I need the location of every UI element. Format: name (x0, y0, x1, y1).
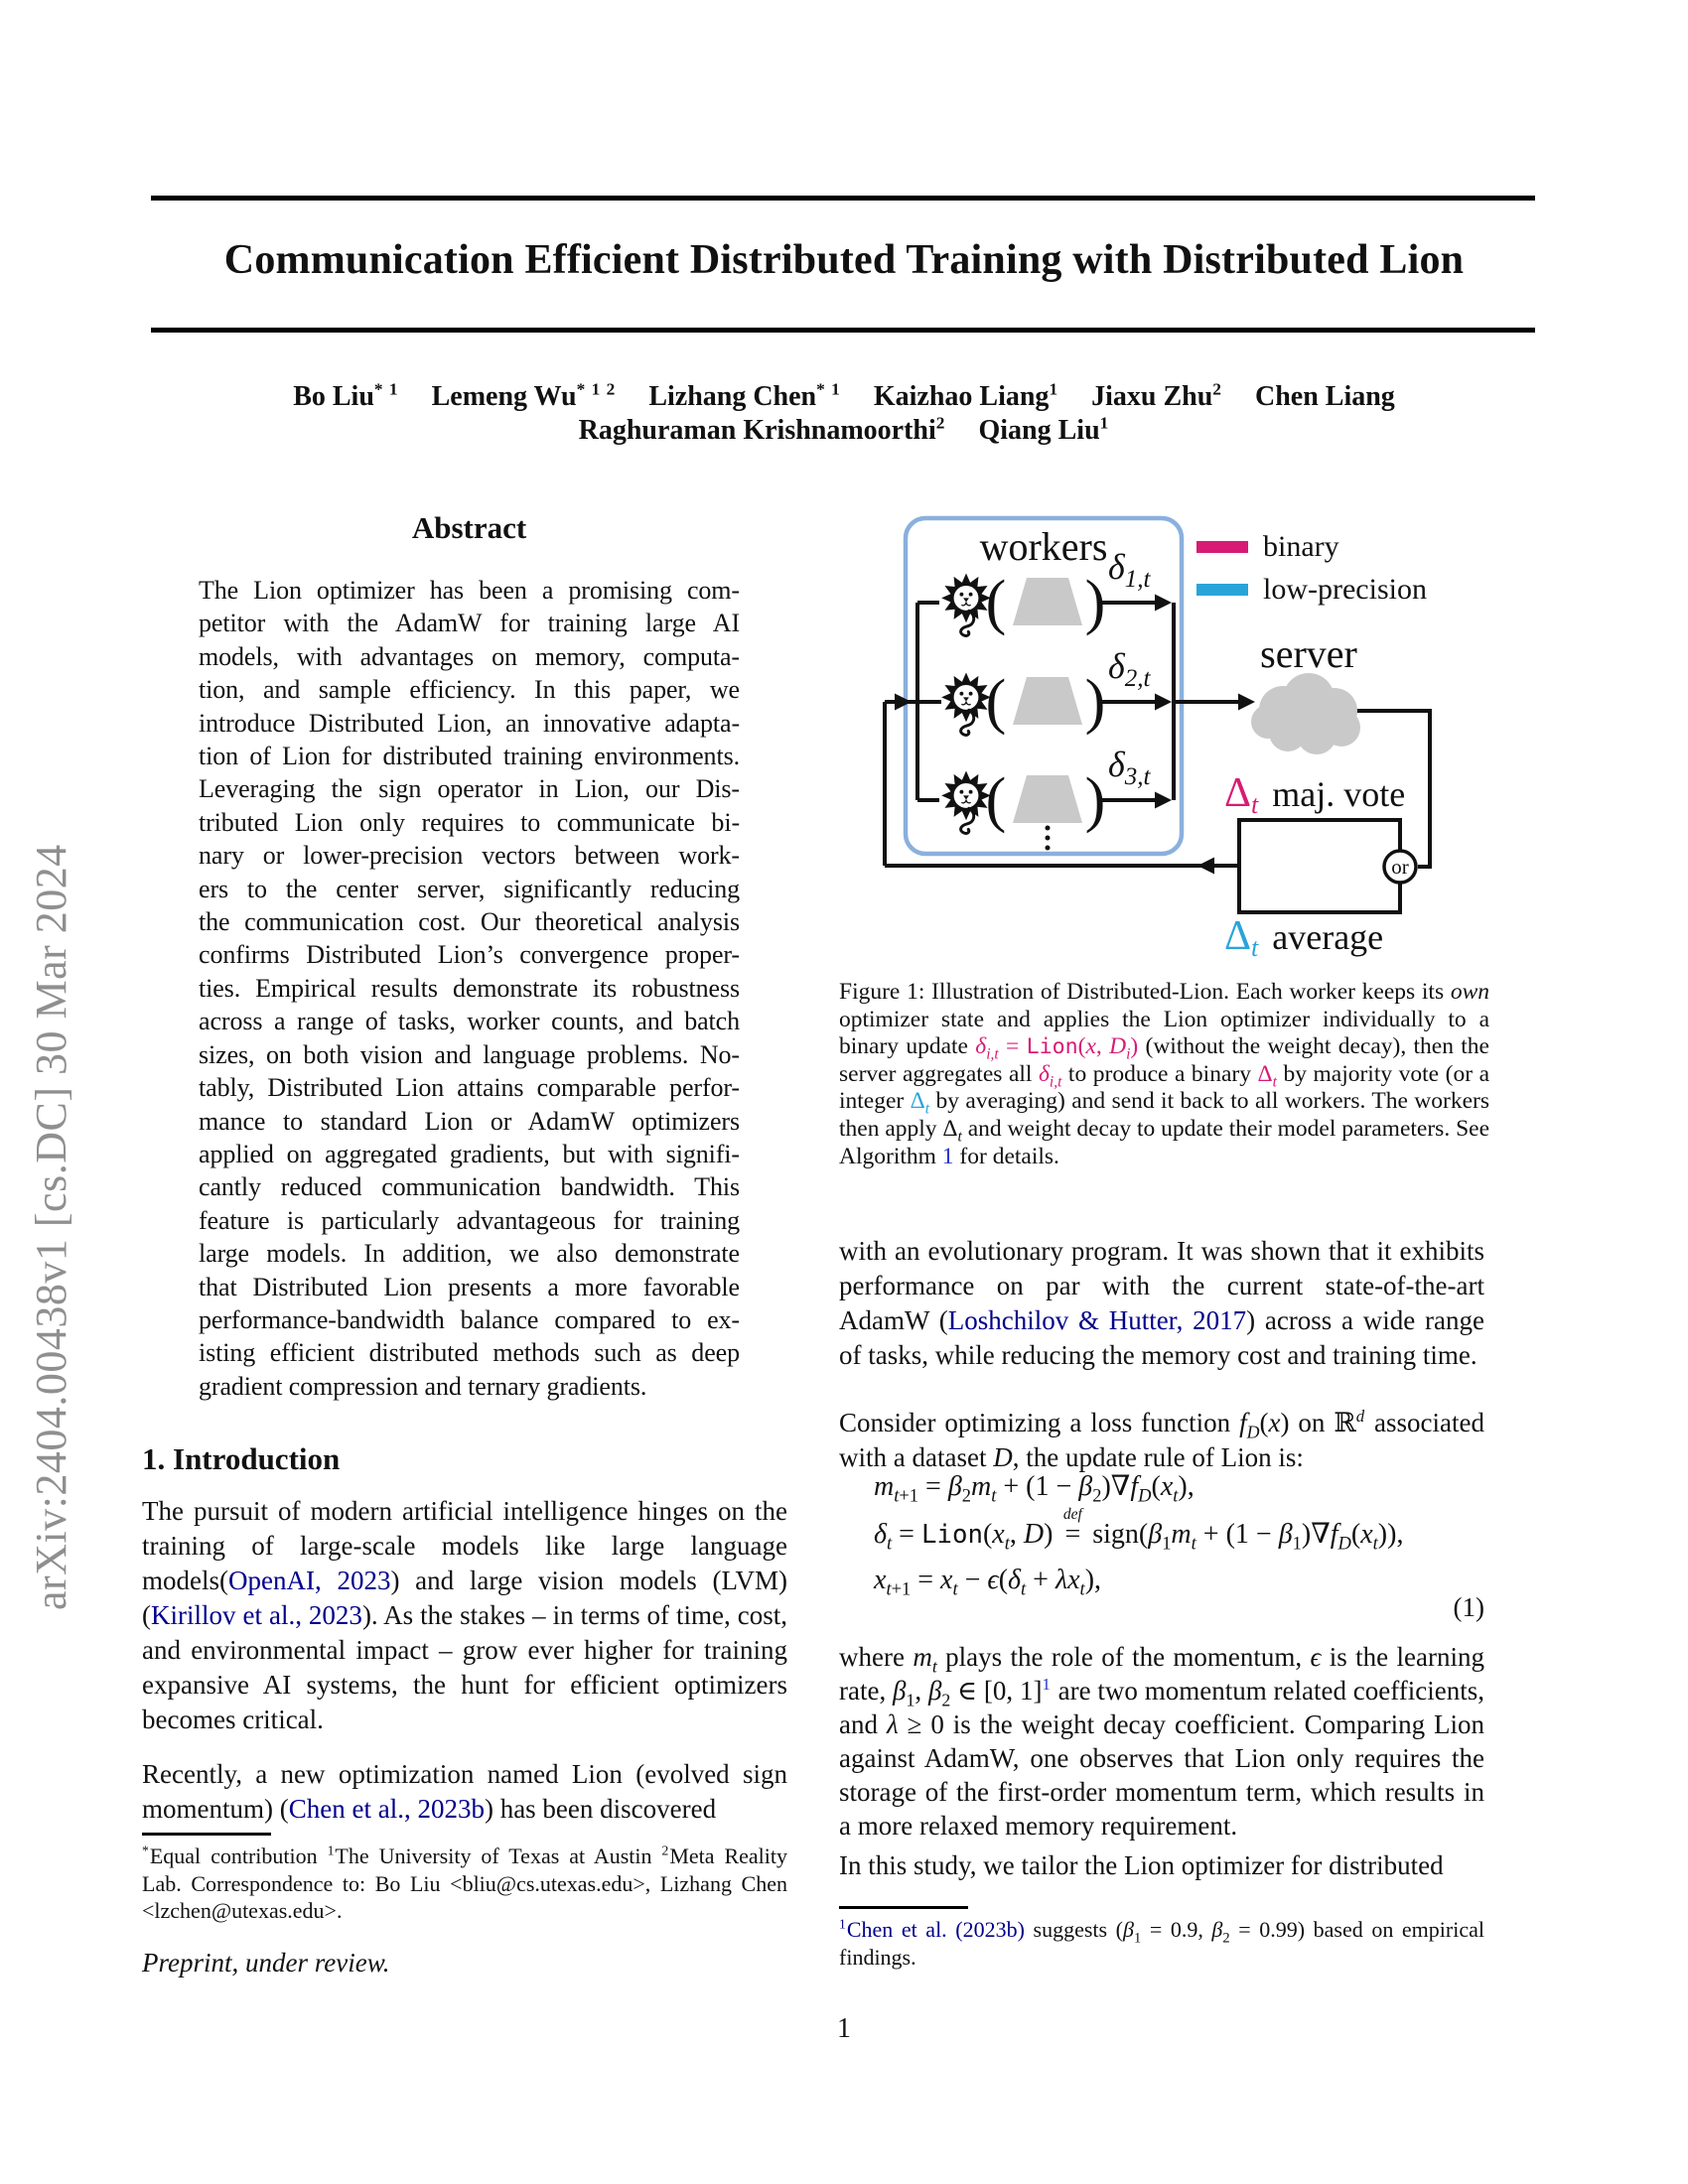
footnote-1-marker[interactable]: 1 (1042, 1675, 1052, 1694)
worker-row-3: ( ) δ3,t (939, 745, 1151, 835)
footnote-beta-values: 1Chen et al. (2023b) suggests (β1 = 0.9,… (839, 1916, 1484, 1970)
worker-row-1: ( ) δ1,t (939, 547, 1151, 637)
footnote-affiliations: *Equal contribution 1The University of T… (142, 1843, 788, 1923)
paren-close: ) (1085, 569, 1106, 636)
author-name: Lizhang Chen (648, 381, 817, 412)
citation-chen-2023b-footnote[interactable]: Chen et al. (2023b) (846, 1917, 1025, 1942)
equation-parameter-update: xt+1 = xt − ϵ(δt + λxt), (874, 1565, 1102, 1599)
paper-title: Communication Efficient Distributed Trai… (223, 237, 1465, 283)
low-precision-legend-label: low-precision (1263, 573, 1427, 606)
citation-chen-2023b[interactable]: Chen et al., 2023b (288, 1794, 485, 1824)
citation-openai-2023[interactable]: OpenAI, 2023 (228, 1566, 391, 1595)
authors-line-2: Raghuraman Krishnamoorthi2 Qiang Liu1 (0, 413, 1688, 447)
author-name: Raghuraman Krishnamoorthi (578, 415, 936, 446)
paren-close: ) (1085, 668, 1106, 736)
abstract-text: The Lion optimizer has been a promising … (199, 576, 740, 1401)
footnote-rule-right (839, 1906, 968, 1909)
equation-lion-update: δt = Lion(xt, D) def= sign(β1mt + (1 − β… (874, 1505, 1404, 1554)
author-affiliation-marks: 1 (1049, 379, 1059, 399)
author-affiliation-marks: * 1 (816, 379, 841, 399)
paren-open: ( (986, 569, 1007, 636)
author-name: Chen Liang (1254, 381, 1395, 412)
author-qiang-liu: Qiang Liu1 (978, 413, 1110, 446)
author-affiliation-marks: 2 (1212, 379, 1222, 399)
ellipsis-dots (1045, 825, 1051, 851)
citation-kirillov-2023[interactable]: Kirillov et al., 2023 (151, 1600, 362, 1630)
body-paragraph-evolutionary: with an evolutionary program. It was sho… (839, 1236, 1484, 1370)
arrow-feedback-left (1197, 857, 1214, 875)
equation-number: (1) (1453, 1592, 1484, 1622)
equation-momentum: mt+1 = β2mt + (1 − β2)∇fD(xt), (874, 1471, 1195, 1506)
author-bo-liu: Bo Liu* 1 (293, 379, 399, 412)
footnote-rule-left (142, 1833, 271, 1836)
body-paragraph-in-this-study: In this study, we tailor the Lion optimi… (839, 1850, 1444, 1880)
author-name: Bo Liu (293, 381, 374, 412)
arxiv-watermark: arXiv:2404.00438v1 [cs.DC] 30 Mar 2024 (27, 844, 75, 1610)
binary-legend-swatch (1196, 541, 1248, 553)
low-precision-legend-swatch (1196, 584, 1248, 596)
delta-1t-label: δ1,t (1108, 547, 1151, 593)
paren-close: ) (1085, 766, 1106, 834)
author-affiliation-marks: 1 (1099, 413, 1110, 433)
binary-legend-label: binary (1263, 530, 1339, 563)
aggregation-box (1237, 818, 1402, 914)
model-trapezoid (1013, 578, 1082, 625)
intro-paragraph-1: The pursuit of modern artificial intelli… (142, 1496, 788, 1734)
section-1-heading: 1. Introduction (142, 1441, 341, 1476)
author-name: Lemeng Wu (431, 381, 577, 412)
author-jiaxu-zhu: Jiaxu Zhu2 (1091, 379, 1222, 412)
figure-connectors (883, 601, 1432, 869)
abstract-heading: Abstract (411, 510, 527, 545)
paren-open: ( (986, 668, 1007, 736)
arrow-into-server (1238, 693, 1255, 711)
preprint-note: Preprint, under review. (142, 1948, 390, 1978)
server-cloud-icon (1251, 673, 1360, 754)
author-affiliation-marks: 2 (935, 413, 946, 433)
delta-3t-label: δ3,t (1108, 745, 1151, 790)
algorithm-1-link[interactable]: 1 (941, 1143, 954, 1169)
model-trapezoid (1013, 775, 1082, 823)
or-label: or (1391, 855, 1409, 879)
author-name: Kaizhao Liang (873, 381, 1050, 412)
author-lizhang-chen: Lizhang Chen* 1 (648, 379, 841, 412)
title-rule-top (151, 196, 1535, 201)
page-number: 1 (837, 2013, 851, 2044)
author-raghuraman-krishnamoorthi: Raghuraman Krishnamoorthi2 (578, 413, 946, 446)
worker-row-2: ( ) δ2,t (939, 646, 1151, 737)
author-lemeng-wu: Lemeng Wu* 1 2 (431, 379, 617, 412)
citation-loshchilov-hutter[interactable]: Loshchilov & Hutter, 2017 (947, 1305, 1247, 1335)
workers-label: workers (980, 524, 1108, 569)
author-affiliation-marks: * 1 2 (576, 379, 617, 399)
model-trapezoid (1013, 677, 1082, 725)
paren-open: ( (986, 766, 1007, 834)
author-affiliation-marks: * 1 (373, 379, 399, 399)
title-rule-bottom (151, 328, 1535, 333)
author-name: Jiaxu Zhu (1091, 381, 1213, 412)
author-kaizhao-liang: Kaizhao Liang1 (873, 379, 1059, 412)
author-name: Qiang Liu (978, 415, 1100, 446)
or-circle (1382, 849, 1418, 885)
delta-2t-label: δ2,t (1108, 646, 1151, 692)
body-paragraph-where: where mt plays the role of the momentum,… (839, 1642, 1485, 1841)
figure-legend: binary low-precision (1196, 530, 1427, 606)
authors-line-1: Bo Liu* 1 Lemeng Wu* 1 2 Lizhang Chen* 1… (0, 379, 1688, 413)
intro-paragraph-2: Recently, a new optimization named Lion … (142, 1759, 787, 1824)
body-paragraph-consider: Consider optimizing a loss function fD(x… (839, 1407, 1485, 1472)
author-chen-liang: Chen Liang (1255, 381, 1395, 412)
figure-1-caption: Figure 1: Illustration of Distributed-Li… (839, 979, 1490, 1169)
figure-1-diagram: workers binary low-precision (883, 515, 1432, 962)
server-label: server (1260, 631, 1357, 676)
